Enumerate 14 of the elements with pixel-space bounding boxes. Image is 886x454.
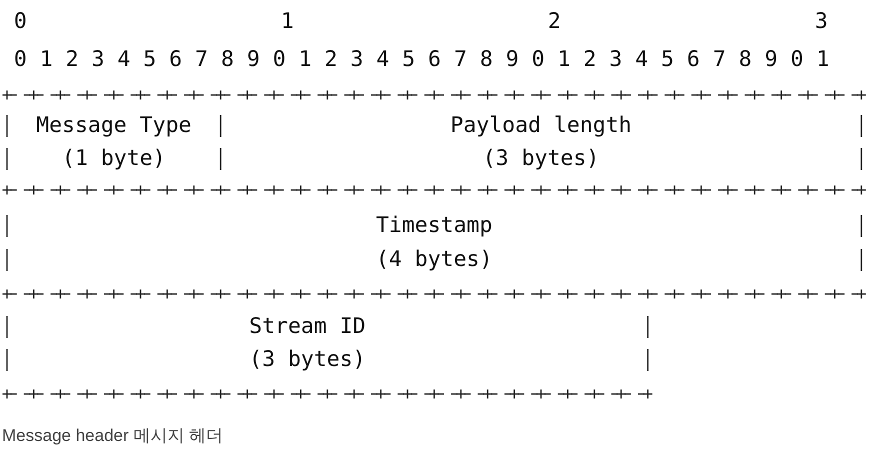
field-size: (3 bytes) — [249, 347, 366, 373]
field-name: Message Type — [36, 113, 192, 139]
bit-ruler-number: 1 — [280, 9, 294, 35]
field-name: Payload length — [450, 113, 632, 139]
field-name: Timestamp — [376, 213, 492, 239]
field-size: (1 byte) — [62, 146, 166, 172]
field-name: Stream ID — [249, 314, 366, 340]
field-size: (4 bytes) — [376, 247, 492, 273]
bit-ruler-number: 3 — [814, 9, 828, 35]
bit-ruler-number: 2 — [548, 9, 561, 35]
bit-ruler-digits: 0 1 2 3 4 5 6 7 8 9 0 1 2 3 4 5 6 7 8 9 0 1 2 3 4 5 6 7 8 9 0 1 — [14, 47, 830, 73]
caption: Message header 메시지 헤더 — [2, 425, 224, 447]
bit-ruler-number: 0 — [14, 9, 27, 35]
field-size: (3 bytes) — [482, 146, 600, 172]
